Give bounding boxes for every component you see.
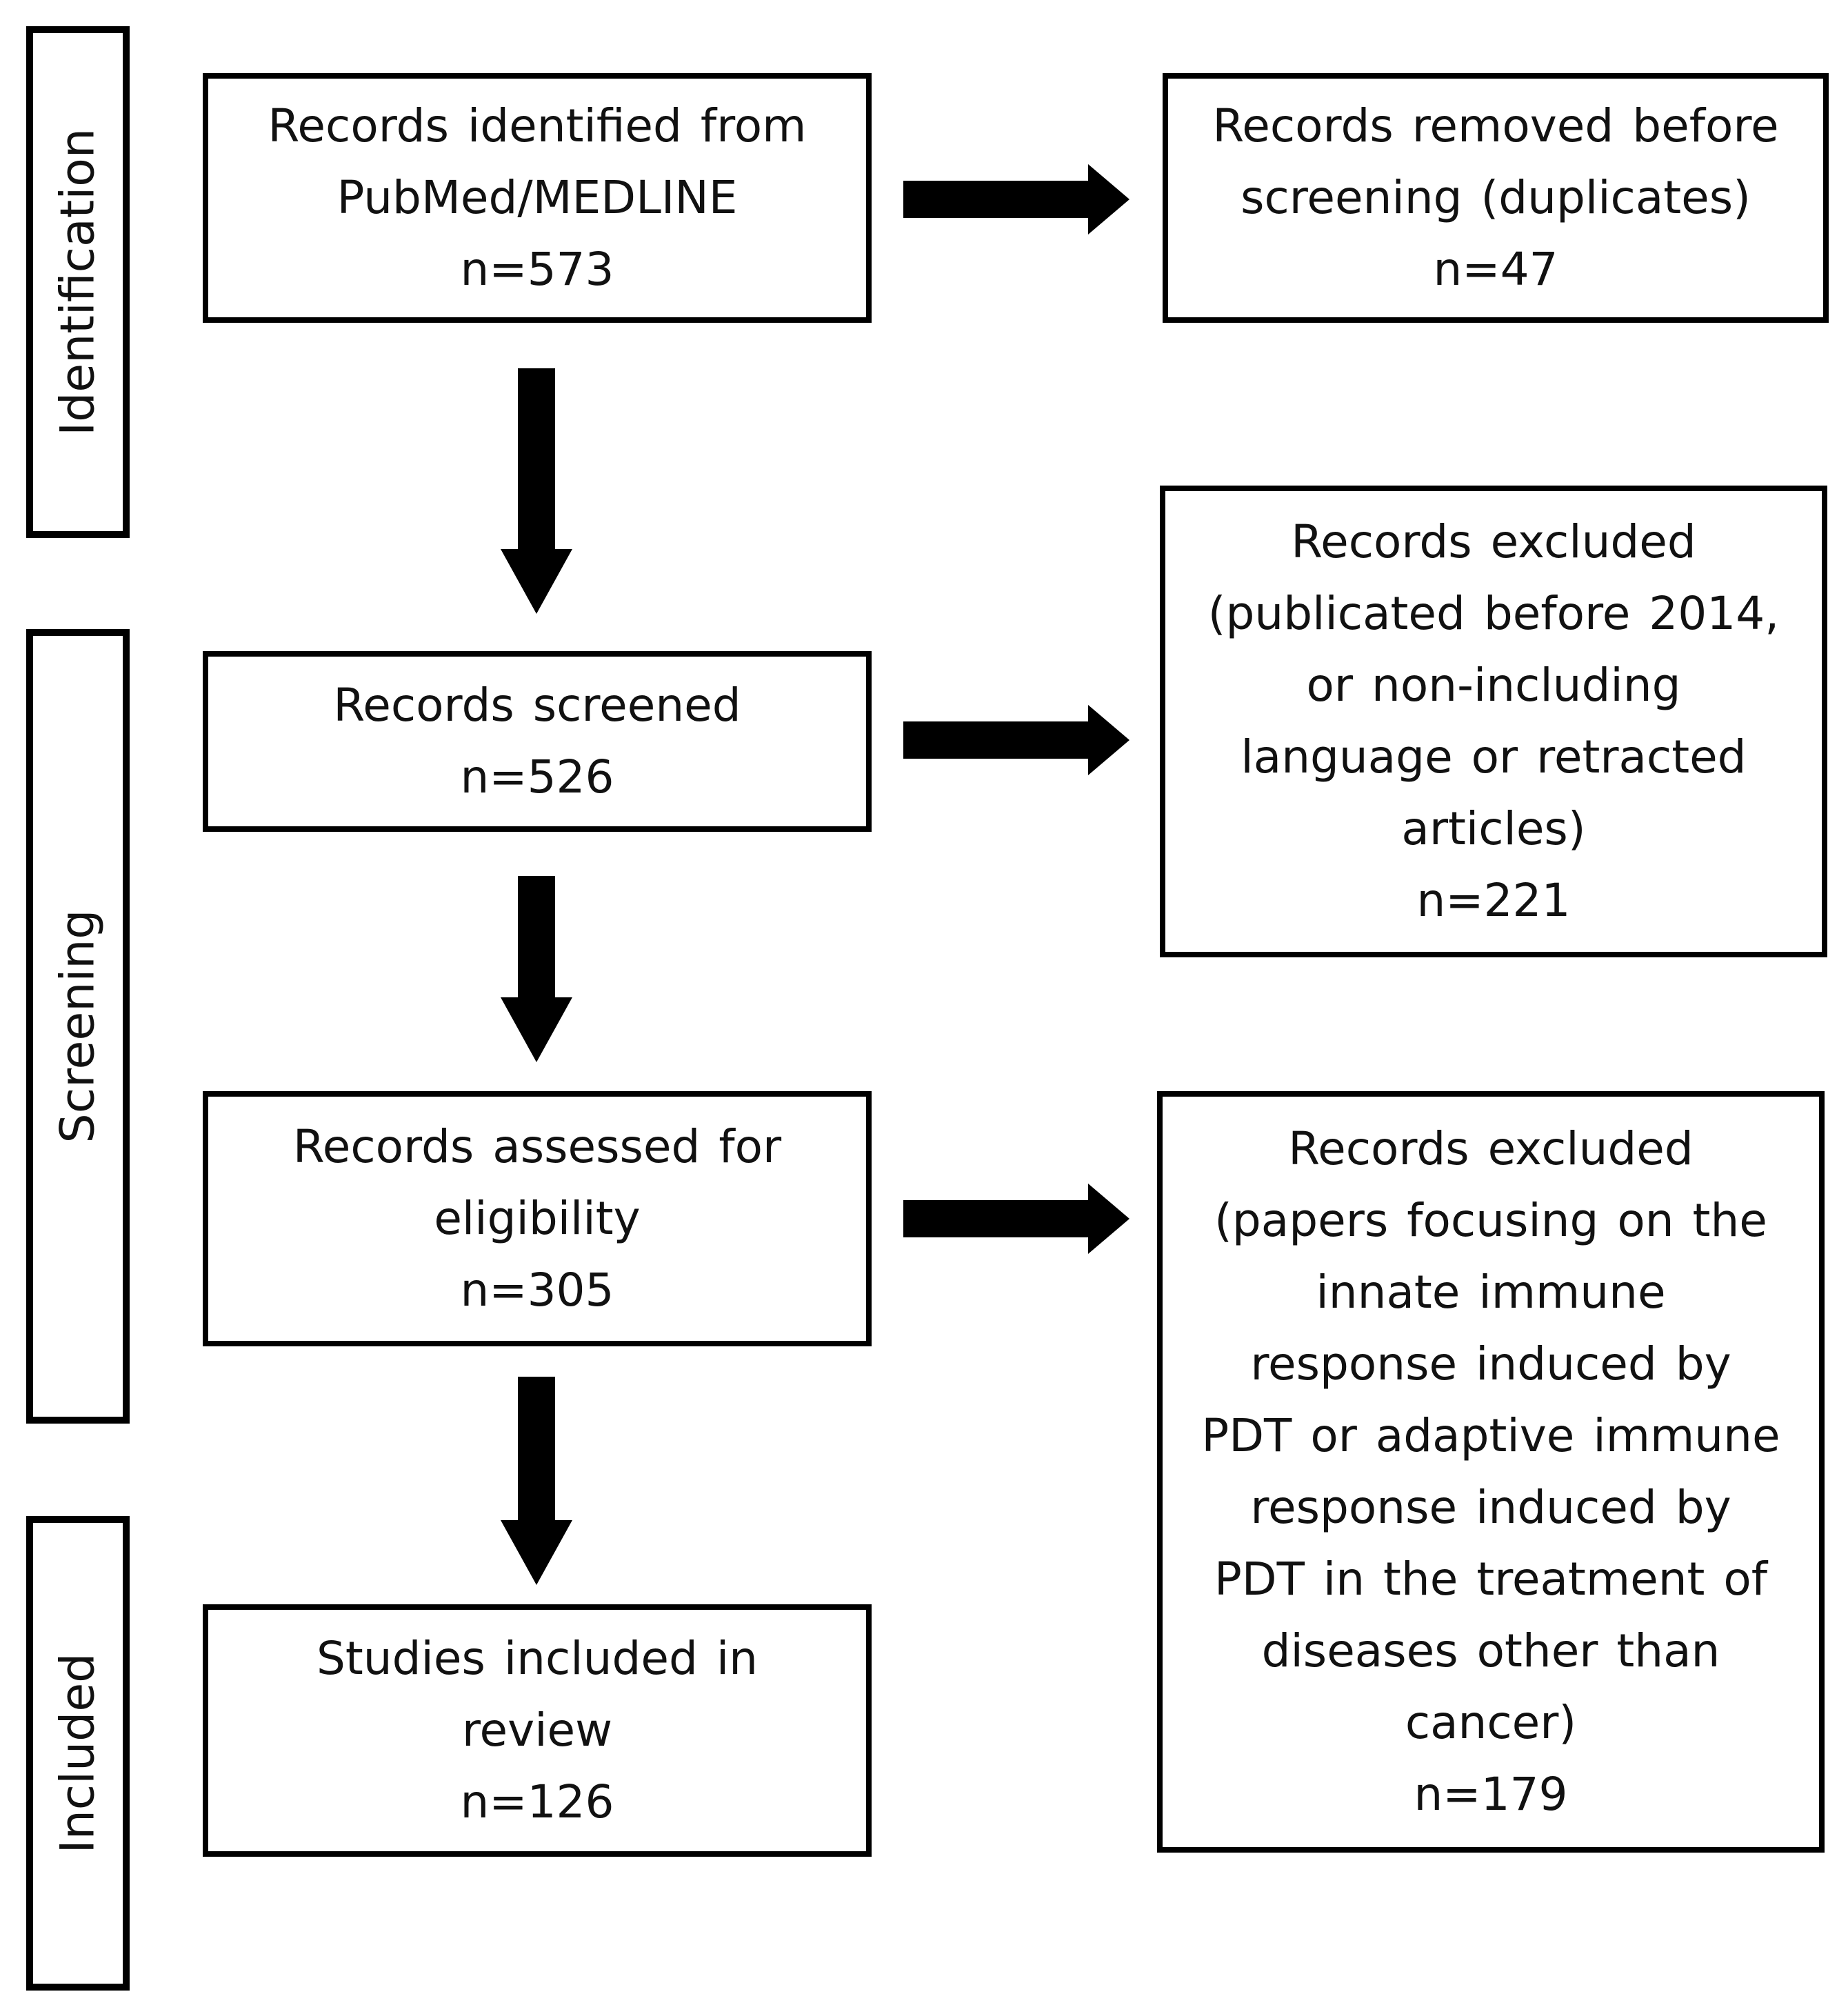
box-records-removed: Records removed before screening (duplic… xyxy=(1163,73,1829,323)
box-line: response induced by xyxy=(1250,1481,1731,1534)
box-line: PDT in the treatment of xyxy=(1214,1553,1768,1606)
box-line: PDT or adaptive immune xyxy=(1201,1409,1780,1462)
box-studies-included: Studies included in review n=126 xyxy=(203,1604,872,1857)
box-line: Records excluded xyxy=(1288,1122,1694,1175)
box-line: (papers focusing on the xyxy=(1214,1194,1767,1247)
box-line: Records assessed for xyxy=(292,1120,782,1173)
stage-identification: Identification xyxy=(26,26,130,538)
arrow-down-3 xyxy=(501,1377,572,1585)
box-line: articles) xyxy=(1401,802,1586,855)
box-line: n=47 xyxy=(1433,243,1558,296)
box-line: or non-including xyxy=(1306,659,1681,712)
box-line: response induced by xyxy=(1250,1337,1731,1390)
arrow-down-1 xyxy=(501,368,572,614)
box-line: cancer) xyxy=(1405,1696,1577,1749)
box-line: eligibility xyxy=(434,1192,641,1245)
box-line: Studies included in xyxy=(317,1632,758,1685)
box-records-excluded-2: Records excluded (papers focusing on the… xyxy=(1157,1091,1825,1853)
box-line: PubMed/MEDLINE xyxy=(337,171,738,224)
box-line: Records screened xyxy=(333,679,741,732)
box-line: screening (duplicates) xyxy=(1241,171,1751,224)
arrow-down-2 xyxy=(501,876,572,1062)
arrow-right-2 xyxy=(903,705,1129,775)
box-line: n=179 xyxy=(1414,1768,1568,1821)
box-line: n=573 xyxy=(460,243,614,296)
box-line: innate immune xyxy=(1316,1266,1666,1319)
box-line: review xyxy=(461,1704,613,1757)
box-records-screened: Records screened n=526 xyxy=(203,651,872,832)
box-records-identified: Records identified from PubMed/MEDLINE n… xyxy=(203,73,872,323)
box-records-excluded-1: Records excluded (publicated before 2014… xyxy=(1160,486,1827,957)
box-line: language or retracted xyxy=(1241,730,1747,784)
box-line: n=221 xyxy=(1416,874,1571,927)
box-line: Records identified from xyxy=(268,99,807,152)
box-line: (publicated before 2014, xyxy=(1207,587,1780,640)
box-line: Records removed before xyxy=(1212,99,1779,152)
arrow-right-3 xyxy=(903,1184,1129,1254)
arrow-right-1 xyxy=(903,164,1129,235)
stage-screening: Screening xyxy=(26,629,130,1424)
box-line: n=126 xyxy=(460,1775,614,1828)
box-line: diseases other than xyxy=(1261,1624,1720,1677)
stage-label-included: Included xyxy=(50,1653,106,1854)
stage-label-identification: Identification xyxy=(50,128,106,436)
stage-label-screening: Screening xyxy=(50,909,106,1144)
box-line: n=526 xyxy=(460,750,614,804)
box-records-assessed: Records assessed for eligibility n=305 xyxy=(203,1091,872,1346)
stage-included: Included xyxy=(26,1516,130,1991)
box-line: n=305 xyxy=(460,1264,614,1317)
box-line: Records excluded xyxy=(1291,515,1696,568)
